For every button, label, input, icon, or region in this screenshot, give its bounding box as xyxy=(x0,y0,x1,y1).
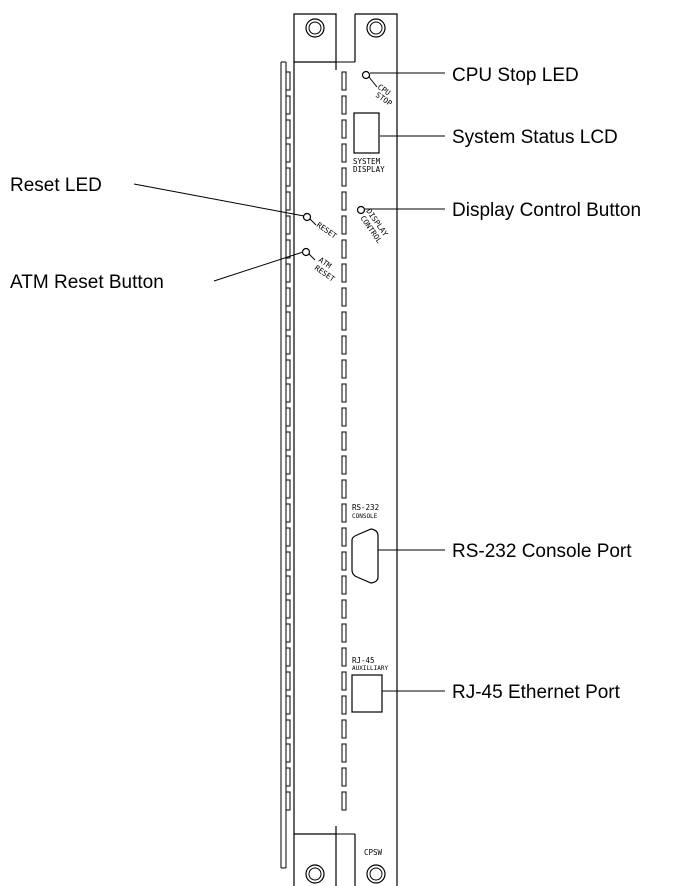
vent-slot xyxy=(341,359,347,379)
callout-atm-reset-button: ATM Reset Button xyxy=(10,272,164,293)
vent-slot xyxy=(341,503,347,523)
callout-rj45-ethernet-port: RJ-45 Ethernet Port xyxy=(452,682,621,703)
screw-bottom-left xyxy=(305,864,325,884)
vent-slot xyxy=(341,791,347,811)
label-system: SYSTEM xyxy=(353,157,381,166)
vent-slot xyxy=(341,431,347,451)
vent-slot xyxy=(341,623,347,643)
vent-slot xyxy=(285,239,291,259)
vent-slot xyxy=(341,671,347,691)
label-display: DISPLAY xyxy=(353,165,385,174)
rs232-console-port[interactable] xyxy=(351,528,379,584)
label-reset: RESET xyxy=(315,220,339,241)
vent-slot xyxy=(285,479,291,499)
label-auxiliary: AUXILLIARY xyxy=(352,665,389,672)
vent-slot xyxy=(341,95,347,115)
vent-slot xyxy=(341,335,347,355)
vent-slot xyxy=(285,191,291,211)
vent-slot xyxy=(341,143,347,163)
label-stop: STOP xyxy=(374,90,394,108)
vent-slot xyxy=(285,95,291,115)
callout-system-status-lcd: System Status LCD xyxy=(452,127,618,148)
vent-slot xyxy=(285,287,291,307)
vent-slot xyxy=(341,695,347,715)
label-rs232: RS-232 xyxy=(352,503,379,512)
vent-slot xyxy=(341,479,347,499)
vent-slot xyxy=(285,431,291,451)
vent-slot xyxy=(341,191,347,211)
cpu-stop-led xyxy=(361,70,378,88)
vent-slot xyxy=(341,287,347,307)
vent-slot xyxy=(341,599,347,619)
vent-slot xyxy=(285,263,291,283)
vent-slot xyxy=(285,527,291,547)
vent-slot xyxy=(341,575,347,595)
vent-slots-left xyxy=(285,71,291,811)
display-control-button[interactable] xyxy=(356,205,366,215)
vent-slot xyxy=(285,215,291,235)
vent-slot xyxy=(341,311,347,331)
vent-slot xyxy=(285,167,291,187)
vent-slot xyxy=(341,719,347,739)
vent-slot xyxy=(285,623,291,643)
vent-slot xyxy=(285,455,291,475)
vent-slot xyxy=(285,551,291,571)
callout-display-control-button: Display Control Button xyxy=(452,200,641,221)
vent-slot xyxy=(285,743,291,763)
label-console: CONSOLE xyxy=(352,513,378,520)
vent-slot xyxy=(341,767,347,787)
vent-slot xyxy=(285,383,291,403)
vent-slot xyxy=(285,575,291,595)
vent-slot xyxy=(285,503,291,523)
callout-reset-led: Reset LED xyxy=(10,175,102,196)
vent-slot xyxy=(341,527,347,547)
vent-slot xyxy=(285,791,291,811)
vent-slots-right xyxy=(341,71,347,811)
reset-led xyxy=(302,212,317,226)
card-name: CPSW xyxy=(364,848,383,857)
vent-slot xyxy=(341,239,347,259)
vent-slot xyxy=(285,335,291,355)
vent-slot xyxy=(341,71,347,91)
vent-slot xyxy=(341,167,347,187)
vent-slot xyxy=(341,215,347,235)
screw-bottom-right xyxy=(366,864,386,884)
vent-slot xyxy=(285,359,291,379)
screw-top-right xyxy=(366,18,386,38)
vent-slot xyxy=(285,407,291,427)
vent-slot xyxy=(341,647,347,667)
vent-slot xyxy=(341,743,347,763)
vent-slot xyxy=(285,311,291,331)
label-rj45: RJ-45 xyxy=(352,656,375,665)
vent-slot xyxy=(285,695,291,715)
callout-cpu-stop-led: CPU Stop LED xyxy=(452,65,579,86)
atm-reset-button[interactable] xyxy=(301,247,316,261)
vent-slot xyxy=(341,407,347,427)
screw-top-left xyxy=(305,18,325,38)
vent-slot xyxy=(285,647,291,667)
vent-slot xyxy=(285,719,291,739)
vent-slot xyxy=(285,71,291,91)
vent-slot xyxy=(285,119,291,139)
system-status-lcd xyxy=(353,112,380,154)
vent-slot xyxy=(285,599,291,619)
vent-slot xyxy=(341,119,347,139)
vent-slot xyxy=(285,143,291,163)
vent-slot xyxy=(341,263,347,283)
vent-slot xyxy=(341,551,347,571)
leader-lines xyxy=(133,72,445,692)
card-body xyxy=(280,13,398,886)
vent-slot xyxy=(341,455,347,475)
callout-rs232-console-port: RS-232 Console Port xyxy=(452,541,632,562)
vent-slot xyxy=(285,767,291,787)
vent-slot xyxy=(341,383,347,403)
vent-slot xyxy=(285,671,291,691)
rj45-ethernet-port[interactable] xyxy=(351,674,383,713)
